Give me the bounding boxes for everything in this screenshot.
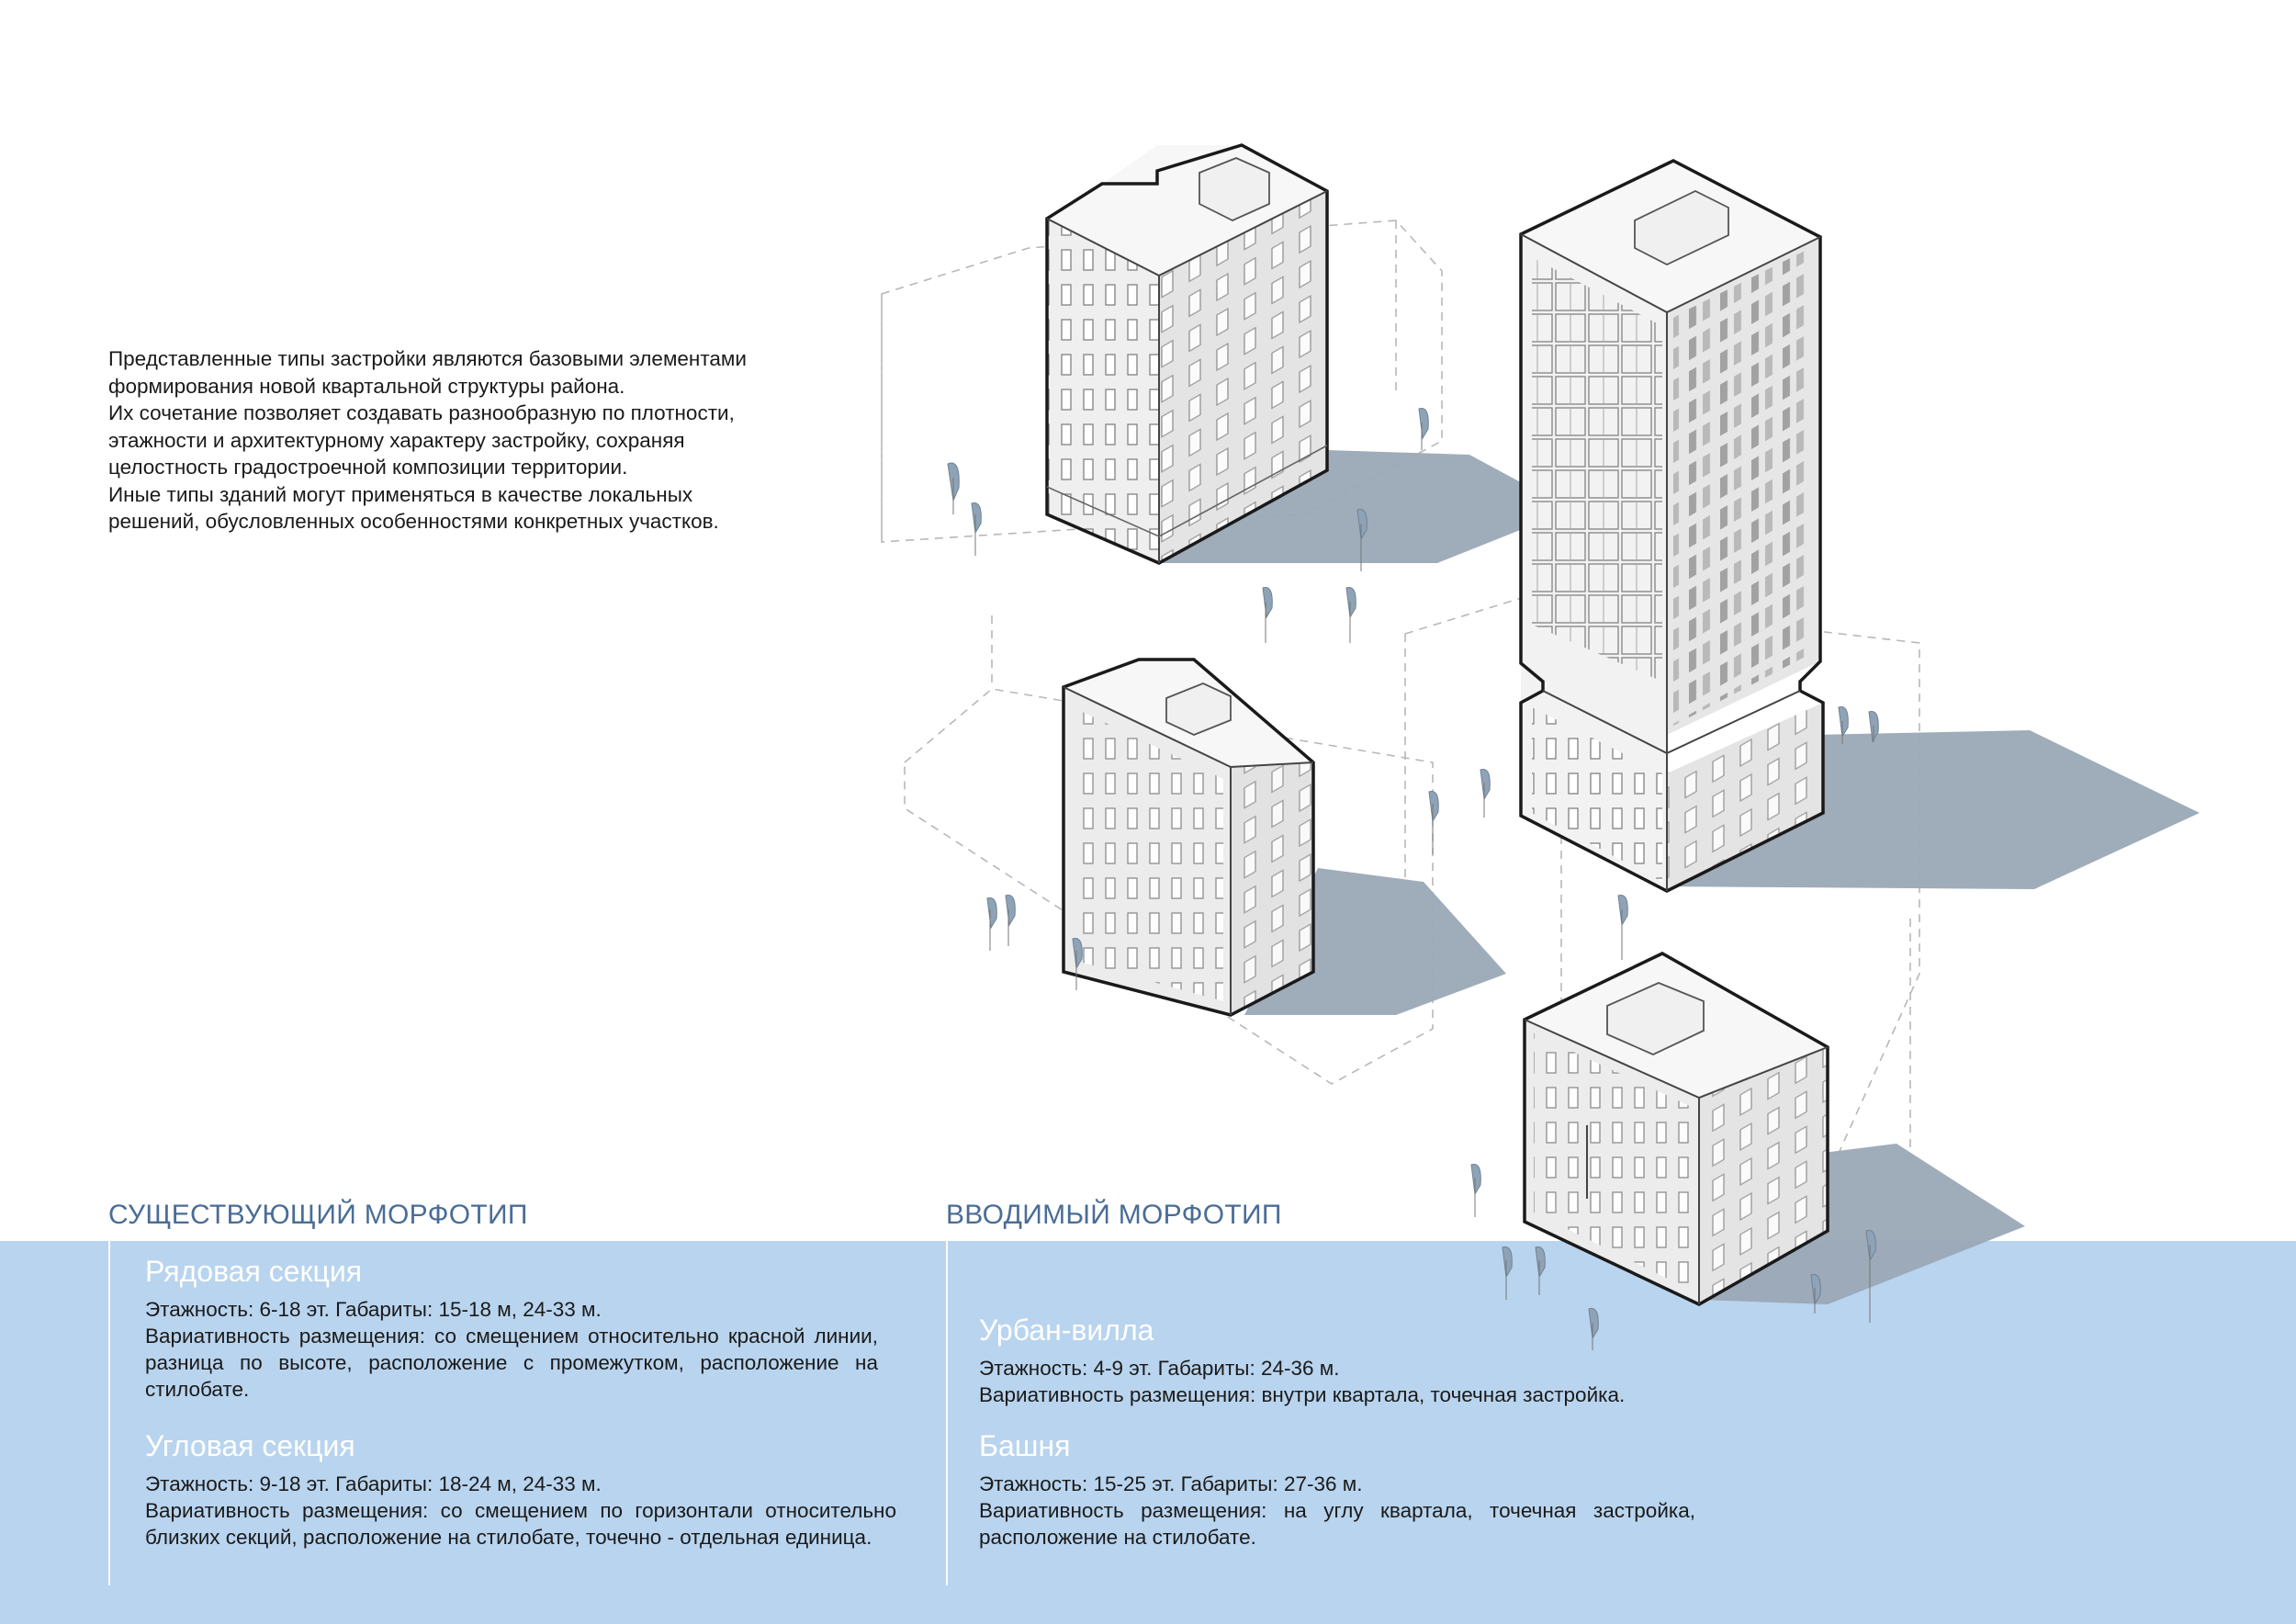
intro-paragraph-1: Представленные типы застройки являются б…: [108, 347, 747, 398]
corner-section-building-icon: [1062, 658, 1315, 1017]
urban-villa-variability: Вариативность размещения: внутри квартал…: [979, 1383, 1626, 1406]
tower-info: Башня Этажность: 15-25 эт. Габариты: 27-…: [979, 1429, 1695, 1551]
row-section-title: Рядовая секция: [145, 1255, 363, 1288]
urban-villa-building-icon: [1523, 952, 1829, 1306]
row-section-floors: Этажность: 6-18 эт. Габариты: 15-18 м, 2…: [145, 1298, 602, 1321]
tower-variability: Вариативность размещения: на углу кварта…: [979, 1499, 1695, 1549]
site-outlines: [881, 220, 1920, 1159]
left-divider: [108, 1241, 110, 1585]
tree-icon: [947, 407, 1879, 1350]
row-section-variability: Вариативность размещения: со смещением о…: [145, 1325, 878, 1401]
intro-paragraph-3: Иные типы зданий могут применяться в кач…: [108, 482, 719, 534]
info-band: [0, 1241, 2296, 1624]
tower-title: Башня: [979, 1429, 1071, 1462]
intro-paragraph-2: Их сочетание позволяет создавать разнооб…: [108, 401, 735, 479]
intro-text: Представленные типы застройки являются б…: [108, 345, 788, 536]
tower-building-icon: [1519, 159, 1825, 893]
existing-morphotype-heading: СУЩЕСТВУЮЩИЙ МОРФОТИП: [108, 1200, 528, 1230]
introduced-morphotype-heading: ВВОДИМЫЙ МОРФОТИП: [946, 1200, 1282, 1230]
tower-floors: Этажность: 15-25 эт. Габариты: 27-36 м.: [979, 1472, 1363, 1495]
corner-section-title: Угловая секция: [145, 1429, 355, 1462]
urban-villa-title: Урбан-вилла: [979, 1314, 1154, 1347]
row-section-info: Рядовая секция Этажность: 6-18 эт. Габар…: [145, 1255, 878, 1403]
urban-villa-floors: Этажность: 4-9 эт. Габариты: 24-36 м.: [979, 1357, 1340, 1380]
right-divider: [946, 1241, 948, 1585]
corner-section-variability: Вариативность размещения: со смещением п…: [145, 1499, 896, 1549]
corner-section-floors: Этажность: 9-18 эт. Габариты: 18-24 м, 2…: [145, 1472, 602, 1495]
urban-villa-info: Урбан-вилла Этажность: 4-9 эт. Габариты:…: [979, 1314, 1714, 1408]
row-section-building-icon: [1045, 143, 1329, 565]
corner-section-info: Угловая секция Этажность: 9-18 эт. Габар…: [145, 1429, 896, 1551]
